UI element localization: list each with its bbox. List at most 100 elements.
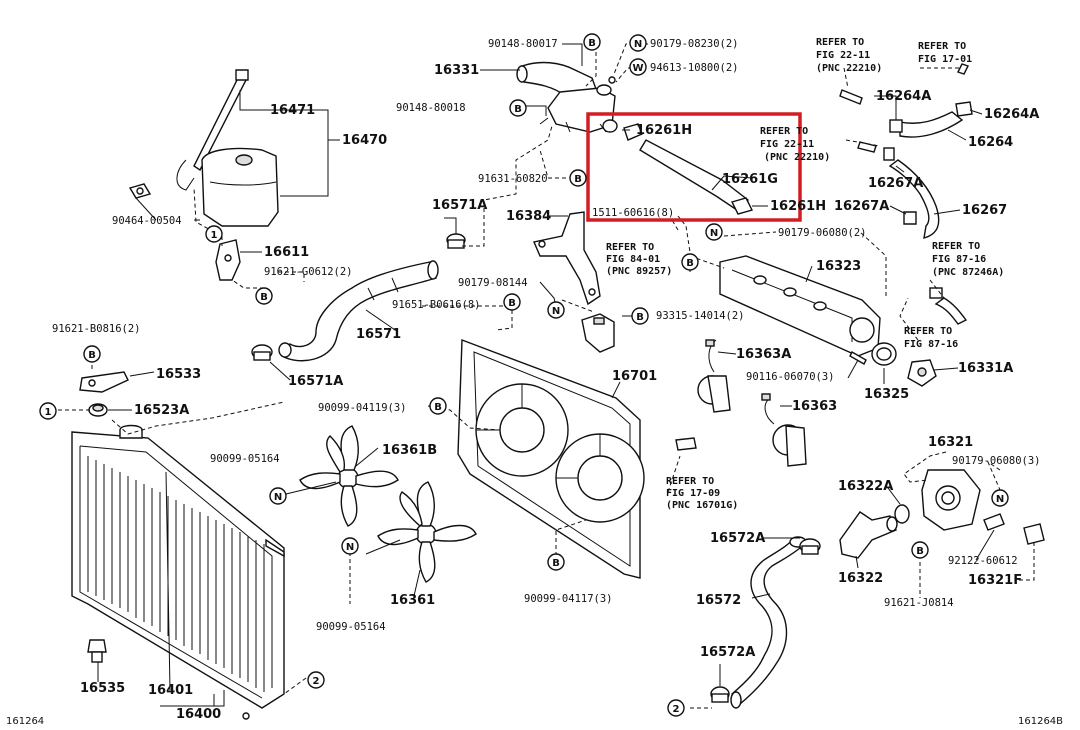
svg-text:N: N bbox=[996, 494, 1004, 505]
callout-2-a: 2 bbox=[307, 671, 325, 689]
callout-symbols: B N W B B 1 B B N B B N B 1 B N N B 2 N … bbox=[39, 33, 1009, 717]
label-16611: 16611 bbox=[264, 245, 309, 260]
refer-fig-87-16-a: REFER TO FIG 87-16 (PNC 87246A) bbox=[932, 241, 1004, 278]
label-16325: 16325 bbox=[864, 387, 909, 402]
callout-n-6: N bbox=[991, 489, 1009, 507]
label-16321: 16321 bbox=[928, 435, 973, 450]
label-16331a: 16331A bbox=[958, 361, 1013, 376]
callout-n-1: N bbox=[629, 34, 647, 52]
svg-text:FIG 17-01: FIG 17-01 bbox=[918, 54, 972, 65]
svg-text:FIG 22-11: FIG 22-11 bbox=[816, 50, 870, 61]
figure-code-left: 161264 bbox=[6, 716, 44, 727]
svg-text:(PNC 87246A): (PNC 87246A) bbox=[932, 267, 1004, 278]
stud-92122 bbox=[983, 513, 1005, 531]
hose-clamp-16571a-top bbox=[446, 233, 466, 249]
figure-code-right: 161264B bbox=[1018, 716, 1063, 727]
plug-16321f bbox=[1023, 523, 1045, 545]
label-90148-80018: 90148-80018 bbox=[396, 102, 466, 114]
label-90179-06080-a: 90179-06080(2) bbox=[778, 227, 867, 239]
label-16361: 16361 bbox=[390, 593, 435, 608]
refer-fig-17-01: REFER TO FIG 17-01 bbox=[918, 41, 972, 65]
label-16571a-bottom: 16571A bbox=[288, 374, 343, 389]
label-16264a-2: 16264A bbox=[984, 107, 1039, 122]
label-92122-60612: 92122-60612 bbox=[948, 555, 1018, 567]
stud-90116 bbox=[849, 351, 867, 365]
label-94613-10800: 94613-10800(2) bbox=[650, 62, 739, 74]
bypass-hose-16261g bbox=[602, 119, 754, 215]
svg-text:N: N bbox=[274, 492, 282, 503]
svg-text:FIG 87-16: FIG 87-16 bbox=[932, 254, 986, 265]
fan-shroud bbox=[457, 339, 645, 579]
svg-text:B: B bbox=[636, 312, 644, 323]
upper-hose-elbow bbox=[516, 61, 616, 133]
label-16572: 16572 bbox=[696, 593, 741, 608]
callout-b-7: B bbox=[631, 307, 649, 325]
leader-lines bbox=[58, 43, 1035, 709]
svg-text:B: B bbox=[686, 258, 694, 269]
label-16533: 16533 bbox=[156, 367, 201, 382]
label-90099-04119: 90099-04119(3) bbox=[318, 402, 407, 414]
radiator-core-fins bbox=[87, 456, 265, 692]
refer-notes: REFER TO FIG 22-11 (PNC 22210) REFER TO … bbox=[606, 37, 1004, 511]
refer-fig-87-16-b: REFER TO FIG 87-16 bbox=[904, 326, 958, 350]
caution-label bbox=[675, 437, 697, 451]
callout-b-1: B bbox=[583, 33, 601, 51]
bracket-16533 bbox=[79, 371, 129, 393]
label-16264: 16264 bbox=[968, 135, 1013, 150]
label-90099-05164-a: 90099-05164 bbox=[210, 453, 280, 465]
label-16322a: 16322A bbox=[838, 479, 893, 494]
svg-text:REFER TO: REFER TO bbox=[666, 476, 714, 487]
svg-text:REFER TO: REFER TO bbox=[760, 126, 808, 137]
svg-text:(PNC 22210): (PNC 22210) bbox=[816, 63, 882, 74]
callout-w-1: W bbox=[629, 58, 647, 76]
label-16384: 16384 bbox=[506, 209, 551, 224]
label-90464-00504: 90464-00504 bbox=[112, 215, 182, 227]
highlight-box bbox=[586, 112, 802, 222]
part-labels: 90148-80017 16331 90148-80018 90179-0823… bbox=[52, 38, 1041, 722]
refer-fig-17-09: REFER TO FIG 17-09 (PNC 16701G) bbox=[666, 476, 738, 511]
callout-b-8: B bbox=[83, 345, 101, 363]
hose-16267 bbox=[857, 141, 940, 239]
label-16323: 16323 bbox=[816, 259, 861, 274]
label-90179-08230: 90179-08230(2) bbox=[650, 38, 739, 50]
svg-text:B: B bbox=[574, 174, 582, 185]
reservoir-tank bbox=[128, 69, 279, 227]
callout-b-6: B bbox=[681, 253, 699, 271]
svg-text:FIG 84-01: FIG 84-01 bbox=[606, 254, 660, 265]
svg-text:1: 1 bbox=[45, 407, 52, 418]
label-93315-14014: 93315-14014(2) bbox=[656, 310, 745, 322]
label-16322: 16322 bbox=[838, 571, 883, 586]
label-91631-60820: 91631-60820 bbox=[478, 173, 548, 185]
label-91621-b0816: 91621-B0816(2) bbox=[52, 323, 141, 335]
svg-text:2: 2 bbox=[313, 676, 320, 687]
label-16363: 16363 bbox=[792, 399, 837, 414]
fan-16361 bbox=[377, 481, 477, 583]
label-90148-80017: 90148-80017 bbox=[488, 38, 558, 50]
callout-n-2: N bbox=[547, 301, 565, 319]
label-16572a-2: 16572A bbox=[700, 645, 755, 660]
svg-text:(PNC 22210): (PNC 22210) bbox=[764, 152, 830, 163]
svg-text:REFER TO: REFER TO bbox=[932, 241, 980, 252]
bracket-16384 bbox=[533, 211, 601, 306]
svg-text:REFER TO: REFER TO bbox=[606, 242, 654, 253]
label-16331: 16331 bbox=[434, 63, 479, 78]
hose-clamp-16572a-top bbox=[799, 538, 821, 555]
callout-n-5: N bbox=[341, 537, 359, 555]
svg-text:B: B bbox=[552, 558, 560, 569]
svg-text:REFER TO: REFER TO bbox=[904, 326, 952, 337]
label-91621-g0612: 91621-G0612(2) bbox=[264, 266, 353, 278]
label-90116-06070: 90116-06070(3) bbox=[746, 371, 835, 383]
actuator-16363 bbox=[761, 393, 807, 467]
label-16571: 16571 bbox=[356, 327, 401, 342]
pipe-16322 bbox=[839, 511, 898, 559]
hose-87-16 bbox=[929, 287, 968, 325]
svg-text:(PNC 89257): (PNC 89257) bbox=[606, 266, 672, 277]
label-16321f: 16321F bbox=[968, 573, 1022, 588]
label-16470: 16470 bbox=[342, 133, 387, 148]
svg-text:FIG 87-16: FIG 87-16 bbox=[904, 339, 958, 350]
callout-b-4: B bbox=[255, 287, 273, 305]
callout-b-3: B bbox=[569, 169, 587, 187]
label-91651-b0616: 91651-B0616(8) bbox=[392, 299, 481, 311]
label-16361b: 16361B bbox=[382, 443, 437, 458]
